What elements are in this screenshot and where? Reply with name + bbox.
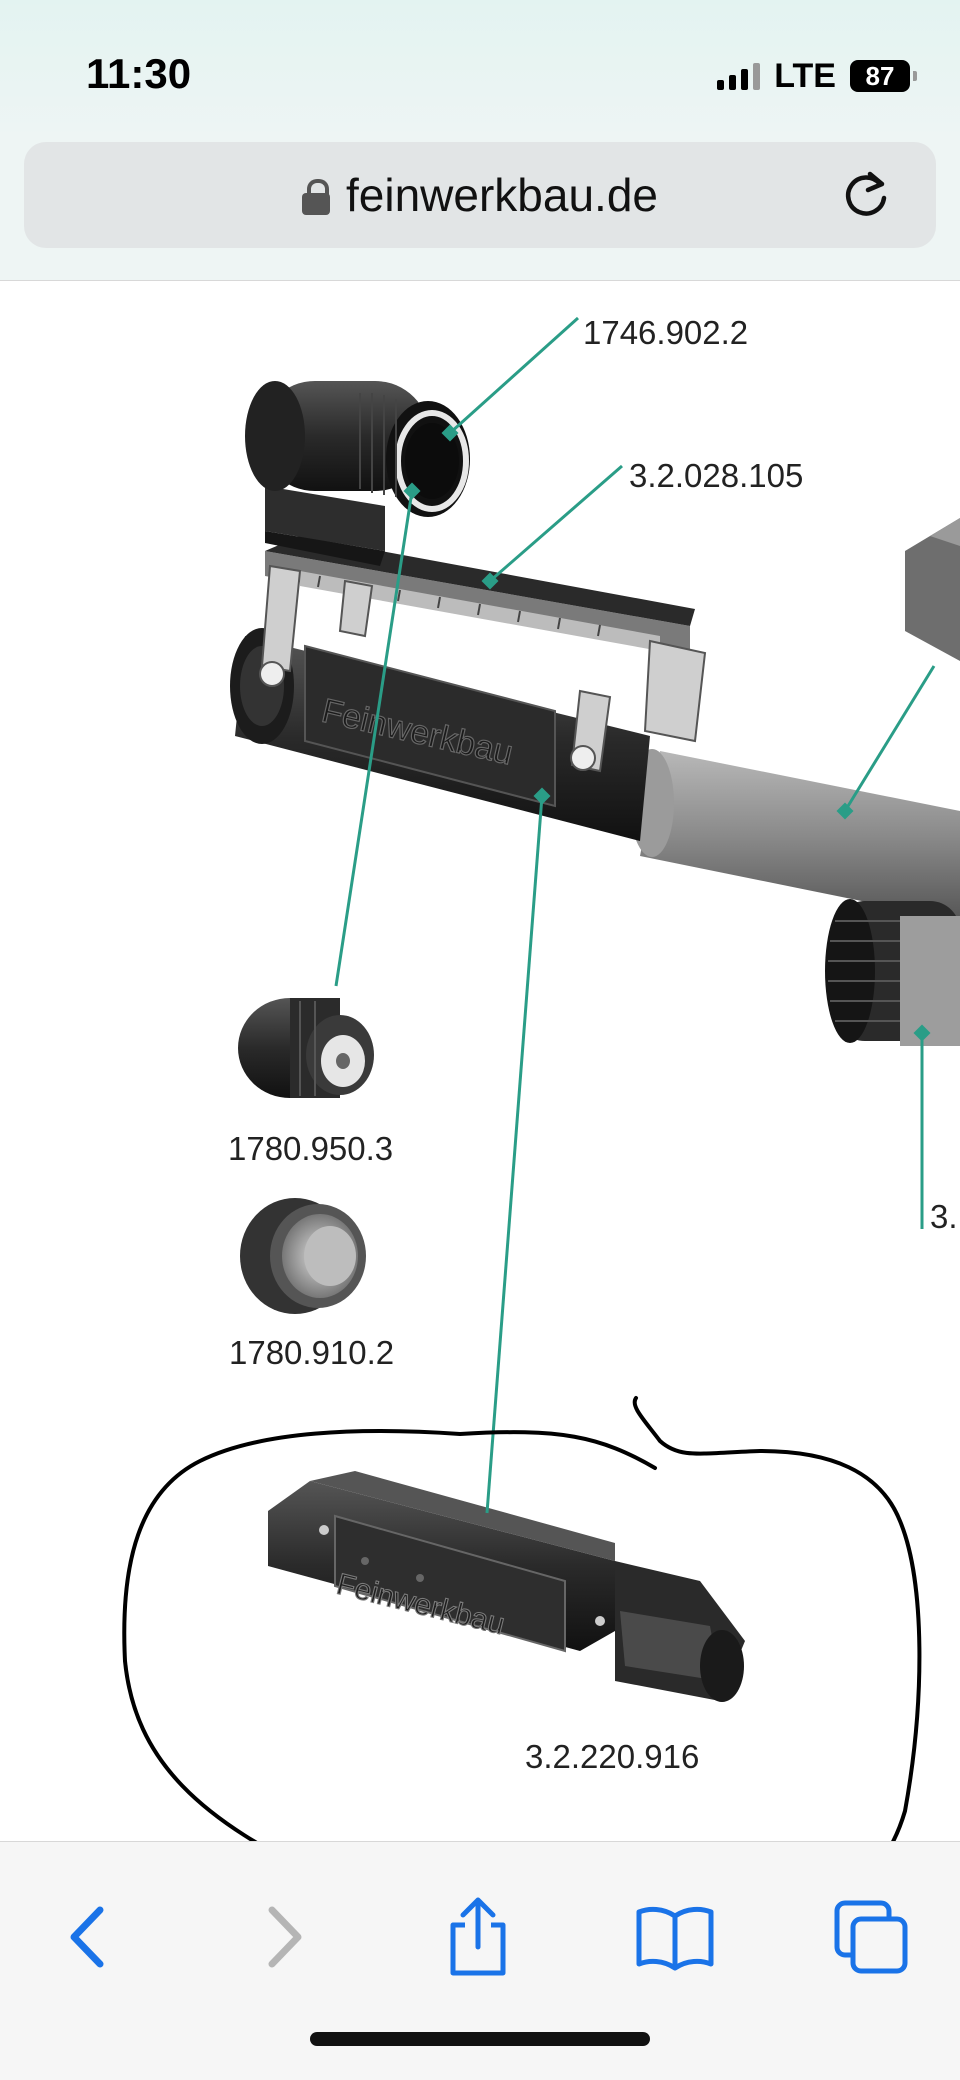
network-type: LTE <box>774 56 836 95</box>
status-indicators: LTE 87 <box>717 56 917 96</box>
battery-level: 87 <box>865 60 895 91</box>
back-button[interactable] <box>42 1892 132 1982</box>
forward-button[interactable] <box>240 1892 330 1982</box>
front-sight-insert-part-2 <box>240 1198 366 1314</box>
leader-markers <box>403 424 931 1042</box>
circled-part-sleeve: Feinwerkbau <box>268 1471 745 1702</box>
side-box-part <box>905 518 960 661</box>
leader-lines <box>334 316 936 1514</box>
part-label-front-sight[interactable]: 1746.902.2 <box>583 314 749 351</box>
part-label-truncated[interactable]: 3. <box>930 1198 958 1235</box>
parts-diagram: Feinwerkbau <box>0 281 960 1841</box>
book-icon <box>636 1906 714 1971</box>
barrel-part <box>630 749 960 921</box>
status-time: 11:30 <box>86 50 192 97</box>
lock-icon <box>302 179 330 215</box>
bookmarks-button[interactable] <box>630 1892 720 1982</box>
address-bar[interactable]: feinwerkbau.de <box>24 142 936 248</box>
front-sight-insert-part-1 <box>238 998 374 1098</box>
tabs-button[interactable] <box>826 1892 916 1982</box>
signal-icon <box>717 62 761 90</box>
front-sight-block-part <box>265 486 385 566</box>
tabs-icon <box>834 1900 908 1974</box>
knurled-sleeve-part <box>825 899 960 1046</box>
reload-icon[interactable] <box>840 168 892 220</box>
chevron-left-icon <box>70 1906 104 1968</box>
address-bar-area: feinwerkbau.de <box>0 140 960 281</box>
hand-drawn-circle-annotation <box>122 1396 922 1841</box>
battery-icon: 87 <box>850 60 917 92</box>
part-label-insert-1[interactable]: 1780.950.3 <box>228 1130 394 1167</box>
url-text: feinwerkbau.de <box>346 169 658 221</box>
part-label-rail[interactable]: 3.2.028.105 <box>629 457 804 494</box>
share-button[interactable] <box>433 1892 523 1982</box>
chevron-right-icon <box>268 1906 302 1968</box>
status-bar: 11:30 LTE 87 <box>0 0 960 140</box>
share-icon <box>450 1897 506 1976</box>
home-indicator[interactable] <box>310 2032 650 2046</box>
part-label-sleeve[interactable]: 3.2.220.916 <box>525 1738 700 1775</box>
tunnel-body-part: Feinwerkbau <box>230 628 650 841</box>
part-label-insert-2[interactable]: 1780.910.2 <box>229 1334 395 1371</box>
parts-diagram-drawing: Feinwerkbau <box>122 316 960 1841</box>
bracket-legs-part <box>259 564 707 773</box>
